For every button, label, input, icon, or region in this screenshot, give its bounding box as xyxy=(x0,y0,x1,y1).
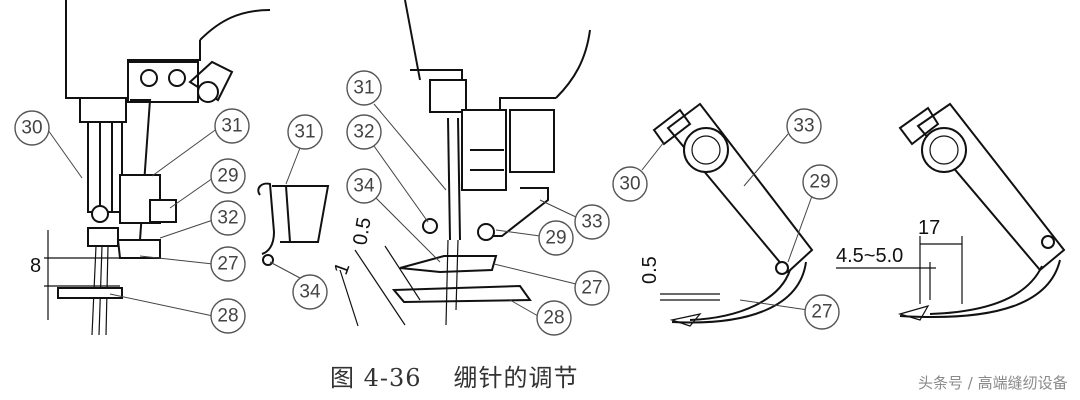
right-dimension-1: 0.5 xyxy=(639,256,720,301)
right-dimension-gap-label: 0.5 xyxy=(639,256,661,284)
callout-part-31: 31 xyxy=(294,122,315,143)
center-dimension-offset-label: 1 xyxy=(330,260,354,278)
callout-left-29: 29 xyxy=(217,166,238,187)
left-assembly-drawing xyxy=(57,0,271,336)
callout-left-27: 27 xyxy=(217,254,238,275)
right-looper-drawing-2 xyxy=(897,102,1066,321)
callout-center-29: 29 xyxy=(545,228,566,249)
right-dimension-width-label: 17 xyxy=(918,217,940,239)
callout-right-33: 33 xyxy=(793,116,814,137)
callout-center-32: 32 xyxy=(353,122,374,143)
small-part-drawing xyxy=(257,182,330,266)
callout-part-34: 34 xyxy=(299,282,321,303)
center-dimensions: 0.5 1 xyxy=(330,216,421,327)
center-dimension-gap-label: 0.5 xyxy=(349,216,375,247)
right-dimension-range-label: 4.5~5.0 xyxy=(836,245,903,267)
callout-left-30: 30 xyxy=(21,118,42,139)
figure-title: 绷针的调节 xyxy=(453,364,579,392)
center-assembly-drawing xyxy=(391,0,591,326)
callout-center-31: 31 xyxy=(353,78,374,99)
watermark: 头条号 / 高端缝纫设备 xyxy=(918,374,1068,392)
callout-center-27: 27 xyxy=(581,278,602,299)
callout-right-30: 30 xyxy=(619,174,640,195)
callout-left-28: 28 xyxy=(217,306,238,327)
callout-right-29: 29 xyxy=(809,172,830,193)
callout-left-31: 31 xyxy=(221,116,242,137)
callout-left-32: 32 xyxy=(217,208,238,229)
right-looper-drawing-1 xyxy=(652,102,814,327)
callout-right-27: 27 xyxy=(811,302,832,323)
callout-center-34: 34 xyxy=(353,176,375,197)
figure-caption: 图 4-36 绷针的调节 xyxy=(330,358,579,393)
left-dimension-label: 8 xyxy=(30,255,41,277)
right-dimensions-2: 17 4.5~5.0 xyxy=(836,217,963,304)
left-dimension: 8 xyxy=(30,230,120,320)
callout-center-28: 28 xyxy=(543,308,564,329)
figure-number: 图 4-36 xyxy=(330,364,422,392)
callout-center-33: 33 xyxy=(581,212,602,233)
